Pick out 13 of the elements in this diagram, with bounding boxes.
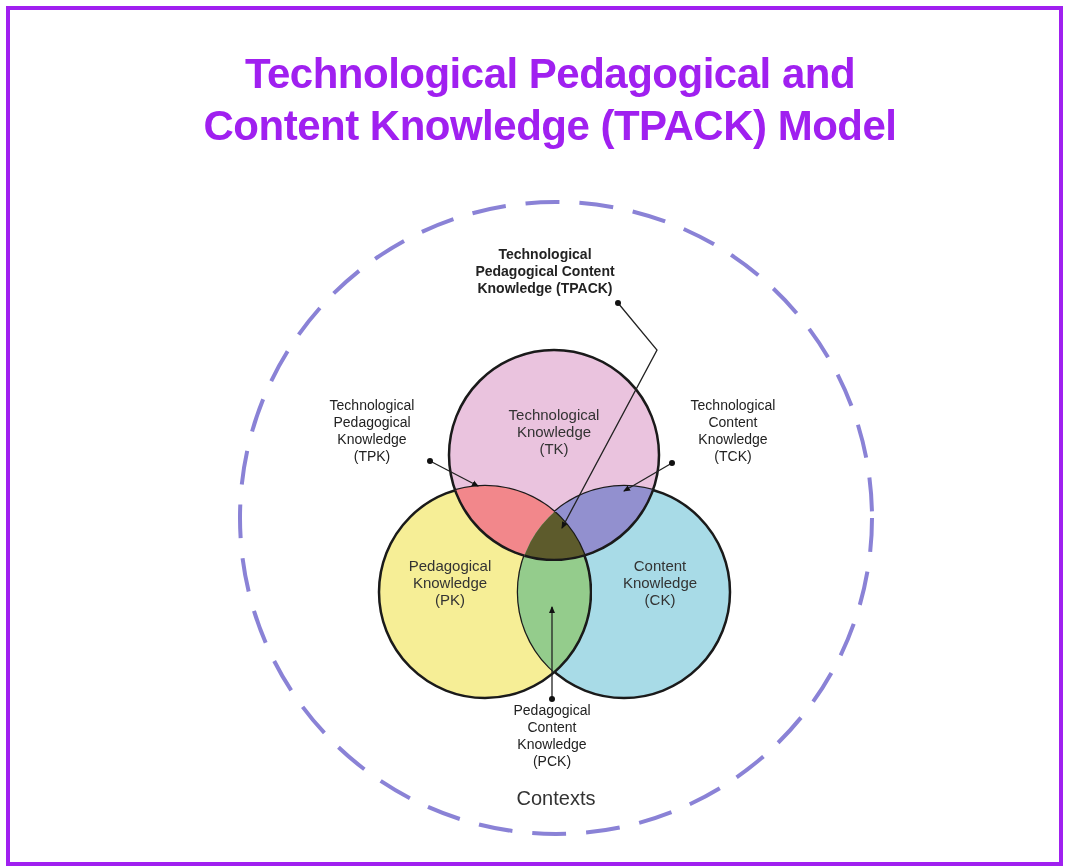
leader-line — [549, 606, 555, 702]
leader-line — [561, 300, 658, 529]
circle-label: Content Knowledge (CK) — [621, 557, 699, 608]
leader-line — [427, 458, 479, 487]
circle-label: Pedagogical Knowledge (PK) — [407, 557, 493, 608]
circle-label: Technological Knowledge (TK) — [507, 406, 601, 457]
callout-label: Pedagogical Content Knowledge (PCK) — [500, 702, 604, 770]
callout-label: Technological Pedagogical Content Knowledge (TPACK) — [465, 246, 625, 297]
title: Technological Pedagogical and Content Knowledge (TPACK) Model — [202, 49, 898, 151]
context-label: Contexts — [515, 786, 597, 810]
leader-line — [623, 460, 675, 492]
callout-label: Technological Content Knowledge (TCK) — [681, 397, 785, 465]
callout-label: Technological Pedagogical Knowledge (TPK) — [320, 397, 424, 465]
